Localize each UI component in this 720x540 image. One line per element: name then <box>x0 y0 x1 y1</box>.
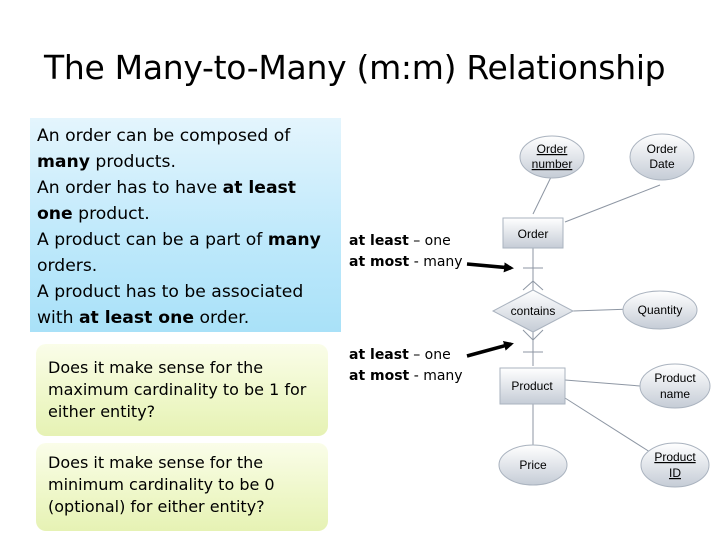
info-line-1: An order can be composed of <box>37 126 291 146</box>
entity-product <box>499 367 566 405</box>
explanation-box: An order can be composed of many product… <box>30 118 341 332</box>
question-text: Does it make sense for the minimum cardi… <box>48 453 275 516</box>
quantity-label: Quantity <box>638 303 683 317</box>
order-number-label-1: Order <box>537 142 568 156</box>
order-date-label-1: Order <box>647 142 678 156</box>
attribute-product-id <box>640 442 710 488</box>
info-line-5: A product can be a part of many <box>37 230 321 250</box>
cardinality-label-order-side: at least – one at most - many <box>349 233 463 270</box>
info-line-2: many products. <box>37 152 176 172</box>
product-name-label-1: Product <box>654 371 696 385</box>
order-entity-label: Order <box>518 227 549 241</box>
product-entity-label: Product <box>511 379 553 393</box>
question-box-max-cardinality: Does it make sense for the maximum cardi… <box>36 344 328 436</box>
info-line-4: one product. <box>37 204 150 224</box>
contains-label: contains <box>511 304 556 318</box>
info-line-6: orders. <box>37 256 98 276</box>
relationship-contains <box>491 289 575 333</box>
info-line-8: with at least one order. <box>37 308 250 328</box>
arrow-icon <box>466 341 514 358</box>
info-line-7: A product has to be associated <box>37 282 304 302</box>
question-box-min-cardinality: Does it make sense for the minimum cardi… <box>36 443 328 531</box>
entity-order <box>502 217 564 249</box>
question-text: Does it make sense for the maximum cardi… <box>48 358 307 421</box>
page-title: The Many-to-Many (m:m) Relationship <box>44 48 666 87</box>
attribute-product-name <box>639 363 711 409</box>
arrow-icon <box>466 262 514 273</box>
product-name-label-2: name <box>660 387 690 401</box>
order-date-label-2: Date <box>649 157 675 171</box>
info-line-3: An order has to have at least <box>37 178 297 198</box>
price-label: Price <box>519 458 547 472</box>
cardinality-label-product-side: at least – one at most - many <box>349 347 463 384</box>
attribute-order-number <box>519 135 585 179</box>
attribute-quantity <box>622 290 698 330</box>
cardinality-symbols <box>522 267 544 353</box>
product-id-label-1: Product <box>654 450 696 464</box>
attribute-order-date <box>629 133 695 181</box>
order-number-label-2: number <box>532 157 573 171</box>
attribute-price <box>498 444 568 486</box>
product-id-label-2: ID <box>669 466 681 480</box>
